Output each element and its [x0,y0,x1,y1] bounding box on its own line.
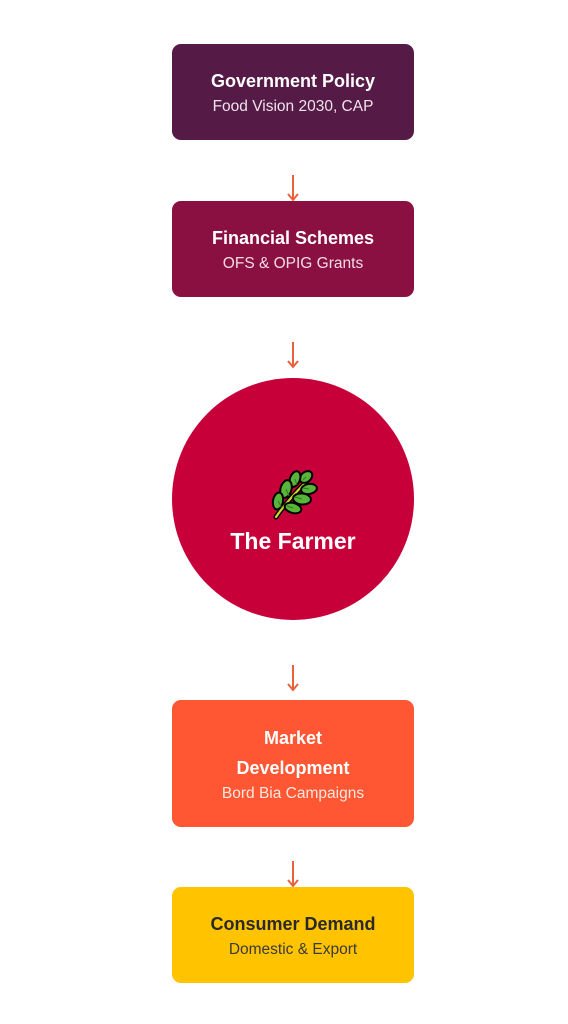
leaf-icon [271,470,318,520]
node-government-policy: Government Policy Food Vision 2030, CAP [172,44,414,140]
node-title: Consumer Demand [210,914,376,934]
node-subtitle: Bord Bia Campaigns [221,784,365,802]
node-subtitle: Domestic & Export [228,941,358,958]
node-title: Government Policy [210,71,376,91]
arrow-down-icon [287,342,299,369]
arrow-down-icon [287,861,299,888]
node-consumer-demand: Consumer Demand Domestic & Export [172,887,414,983]
node-market-development: Market Development Bord Bia Campaigns [172,700,414,827]
node-title: The Farmer [230,528,356,554]
node-subtitle: Food Vision 2030, CAP [212,98,374,115]
arrow-down-icon [287,665,299,692]
node-subtitle: OFS & OPIG Grants [222,255,364,272]
node-financial-schemes: Financial Schemes OFS & OPIG Grants [172,201,414,297]
node-the-farmer: The Farmer [172,378,414,620]
node-title: Financial Schemes [211,228,375,248]
node-title: Market Development [236,727,350,778]
arrow-down-icon [287,175,299,202]
